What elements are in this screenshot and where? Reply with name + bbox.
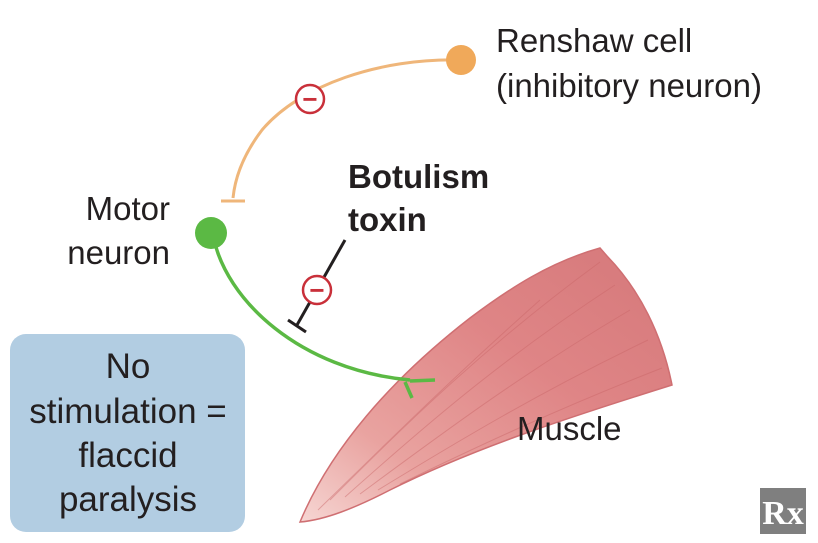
toxin-label-line2: toxin xyxy=(348,201,427,238)
renshaw-inhibition-symbol: − xyxy=(294,83,326,115)
renshaw-label-line1: Renshaw cell xyxy=(496,22,692,59)
motor-neuron-body xyxy=(195,217,227,249)
svg-text:Rx: Rx xyxy=(762,495,804,532)
toxin-inhibitor: − xyxy=(287,239,347,334)
neuromuscular-junction xyxy=(403,378,436,399)
info-box: No stimulation = flaccid paralysis xyxy=(10,334,245,532)
renshaw-axon xyxy=(231,58,461,199)
info-box-line4: paralysis xyxy=(59,480,197,519)
motor-axon xyxy=(211,234,411,382)
toxin-label-line1: Botulism xyxy=(348,158,489,195)
info-box-line3: flaccid xyxy=(78,436,177,475)
rx-logo: Rx xyxy=(760,488,806,534)
renshaw-label-line2: (inhibitory neuron) xyxy=(496,67,762,104)
svg-text:−: − xyxy=(309,275,324,305)
info-box-line1: No xyxy=(106,347,151,386)
renshaw-cell-body xyxy=(446,45,476,75)
info-box-line2: stimulation = xyxy=(29,392,226,431)
muscle-illustration xyxy=(298,247,673,523)
svg-text:−: − xyxy=(302,84,317,114)
motor-label-line1: Motor xyxy=(86,190,170,227)
muscle-label: Muscle xyxy=(517,410,622,447)
motor-label-line2: neuron xyxy=(67,234,170,271)
